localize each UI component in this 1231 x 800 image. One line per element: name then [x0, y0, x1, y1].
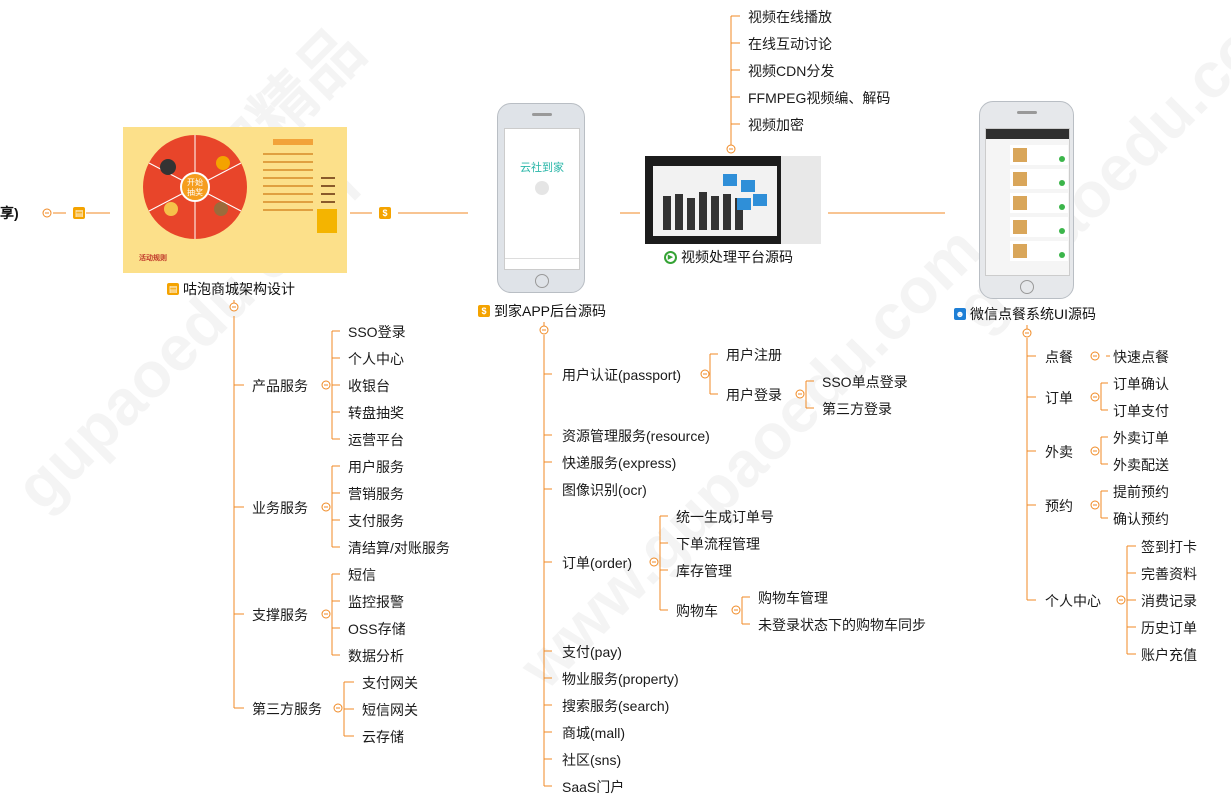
daojia-phone-image: 云社到家 [497, 103, 585, 293]
video-item[interactable]: 视频CDN分发 [748, 63, 835, 79]
activity-rules-label: 活动规则 [139, 255, 167, 262]
shop-group-product[interactable]: 产品服务 [252, 378, 308, 394]
daojia-branch-caption[interactable]: 到家APP后台源码 [494, 303, 607, 319]
people-graphic [663, 174, 767, 230]
daojia-item[interactable]: 快递服务(express) [562, 455, 677, 471]
wechat-item[interactable]: 确认预约 [1113, 511, 1169, 527]
shop-item[interactable]: 短信 [348, 567, 376, 583]
shop-item[interactable]: 转盘抽奖 [348, 405, 404, 421]
wechat-item[interactable]: 订单支付 [1113, 403, 1169, 419]
order-child[interactable]: 下单流程管理 [676, 536, 760, 552]
phone-speaker [1017, 111, 1037, 114]
daojia-item[interactable]: 商城(mall) [562, 725, 625, 741]
shop-group-support[interactable]: 支撑服务 [252, 607, 308, 623]
shopping-cart-icon: ▤ [73, 207, 85, 219]
phone-screen: 云社到家 [504, 128, 580, 270]
dollar-icon: $ [379, 207, 391, 219]
wechat-item[interactable]: 历史订单 [1141, 620, 1197, 636]
video-item[interactable]: FFMPEG视频编、解码 [748, 90, 891, 106]
shop-group-third-party[interactable]: 第三方服务 [252, 701, 322, 717]
video-item[interactable]: 在线互动讨论 [748, 36, 832, 52]
app-nav-bar [505, 258, 579, 269]
dollar-icon: $ [478, 305, 490, 317]
wechat-item[interactable]: 签到打卡 [1141, 539, 1197, 555]
shop-lottery-image: 开始 抽奖 活动规则 [123, 127, 347, 273]
shop-item[interactable]: SSO登录 [348, 324, 406, 340]
cart-child[interactable]: 未登录状态下的购物车同步 [758, 617, 926, 633]
daojia-item[interactable]: 资源管理服务(resource) [562, 428, 710, 444]
microphone-icon [535, 181, 549, 195]
lottery-wheel-graphic [143, 135, 337, 239]
shopping-cart-icon: ▤ [167, 283, 179, 295]
wechat-group[interactable]: 预约 [1045, 498, 1073, 514]
shop-item[interactable]: 云存储 [362, 729, 404, 745]
shop-item[interactable]: 运营平台 [348, 432, 404, 448]
phone-speaker [532, 113, 552, 116]
cart-child[interactable]: 购物车管理 [758, 590, 828, 606]
login-child[interactable]: SSO单点登录 [822, 374, 908, 390]
order-child[interactable]: 统一生成订单号 [676, 509, 774, 525]
menu-list-graphic [1010, 145, 1068, 261]
wechat-branch-caption[interactable]: 微信点餐系统UI源码 [970, 306, 1096, 322]
shop-group-business[interactable]: 业务服务 [252, 500, 308, 516]
app-header [986, 129, 1069, 139]
daojia-item[interactable]: 支付(pay) [562, 644, 622, 660]
wechat-item[interactable]: 提前预约 [1113, 484, 1169, 500]
shop-item[interactable]: 数据分析 [348, 648, 404, 664]
video-sidebar-list [781, 156, 821, 244]
shop-item[interactable]: 短信网关 [362, 702, 418, 718]
wechat-group[interactable]: 点餐 [1045, 349, 1073, 365]
shop-item[interactable]: 清结算/对账服务 [348, 540, 450, 556]
shop-item[interactable]: OSS存储 [348, 621, 406, 637]
order-child[interactable]: 购物车 [676, 603, 718, 619]
wechat-item[interactable]: 账户充值 [1141, 647, 1197, 663]
video-frame [653, 166, 777, 236]
shop-item[interactable]: 个人中心 [348, 351, 404, 367]
wechat-item[interactable]: 完善资料 [1141, 566, 1197, 582]
daojia-item[interactable]: SaaS门户 [562, 779, 625, 795]
video-platform-image [645, 156, 821, 244]
phone-home-button [535, 274, 549, 288]
spin-label-2: 抽奖 [187, 188, 203, 197]
app-title: 云社到家 [520, 162, 564, 174]
shop-item[interactable]: 用户服务 [348, 459, 404, 475]
video-item[interactable]: 视频在线播放 [748, 9, 832, 25]
daojia-item[interactable]: 物业服务(property) [562, 671, 679, 687]
shop-item[interactable]: 支付服务 [348, 513, 404, 529]
spin-label-1: 开始 [187, 178, 203, 187]
spin-button: 开始 抽奖 [180, 172, 210, 202]
login-child[interactable]: 第三方登录 [822, 401, 892, 417]
wechat-item[interactable]: 外卖配送 [1113, 457, 1169, 473]
wechat-group[interactable]: 外卖 [1045, 444, 1073, 460]
shop-item[interactable]: 收银台 [348, 378, 390, 394]
passport-child[interactable]: 用户登录 [726, 387, 782, 403]
wechat-item[interactable]: 消费记录 [1141, 593, 1197, 609]
video-item[interactable]: 视频加密 [748, 117, 804, 133]
daojia-item[interactable]: 社区(sns) [562, 752, 622, 768]
daojia-item[interactable]: 搜索服务(search) [562, 698, 670, 714]
passport-child[interactable]: 用户注册 [726, 347, 782, 363]
wechat-group[interactable]: 订单 [1045, 390, 1073, 406]
wechat-item[interactable]: 快速点餐 [1113, 349, 1169, 365]
phone-screen [985, 128, 1070, 276]
phone-home-button [1020, 280, 1034, 294]
video-branch-caption[interactable]: 视频处理平台源码 [681, 249, 793, 265]
daojia-item[interactable]: 订单(order) [562, 555, 633, 571]
order-child[interactable]: 库存管理 [676, 563, 732, 579]
shop-branch-caption[interactable]: 咕泡商城架构设计 [183, 281, 295, 297]
wechat-item[interactable]: 订单确认 [1113, 376, 1169, 392]
daojia-item[interactable]: 用户认证(passport) [562, 367, 682, 383]
play-icon: ▶ [664, 251, 677, 264]
wechat-phone-image [979, 101, 1074, 299]
contacts-icon: ☻ [954, 308, 966, 320]
shop-item[interactable]: 营销服务 [348, 486, 404, 502]
wechat-item[interactable]: 外卖订单 [1113, 430, 1169, 446]
shop-item[interactable]: 监控报警 [348, 594, 404, 610]
root-node-label[interactable]: 享) [0, 205, 19, 221]
wechat-group[interactable]: 个人中心 [1045, 593, 1101, 609]
shop-item[interactable]: 支付网关 [362, 675, 418, 691]
daojia-item[interactable]: 图像识别(ocr) [562, 482, 647, 498]
